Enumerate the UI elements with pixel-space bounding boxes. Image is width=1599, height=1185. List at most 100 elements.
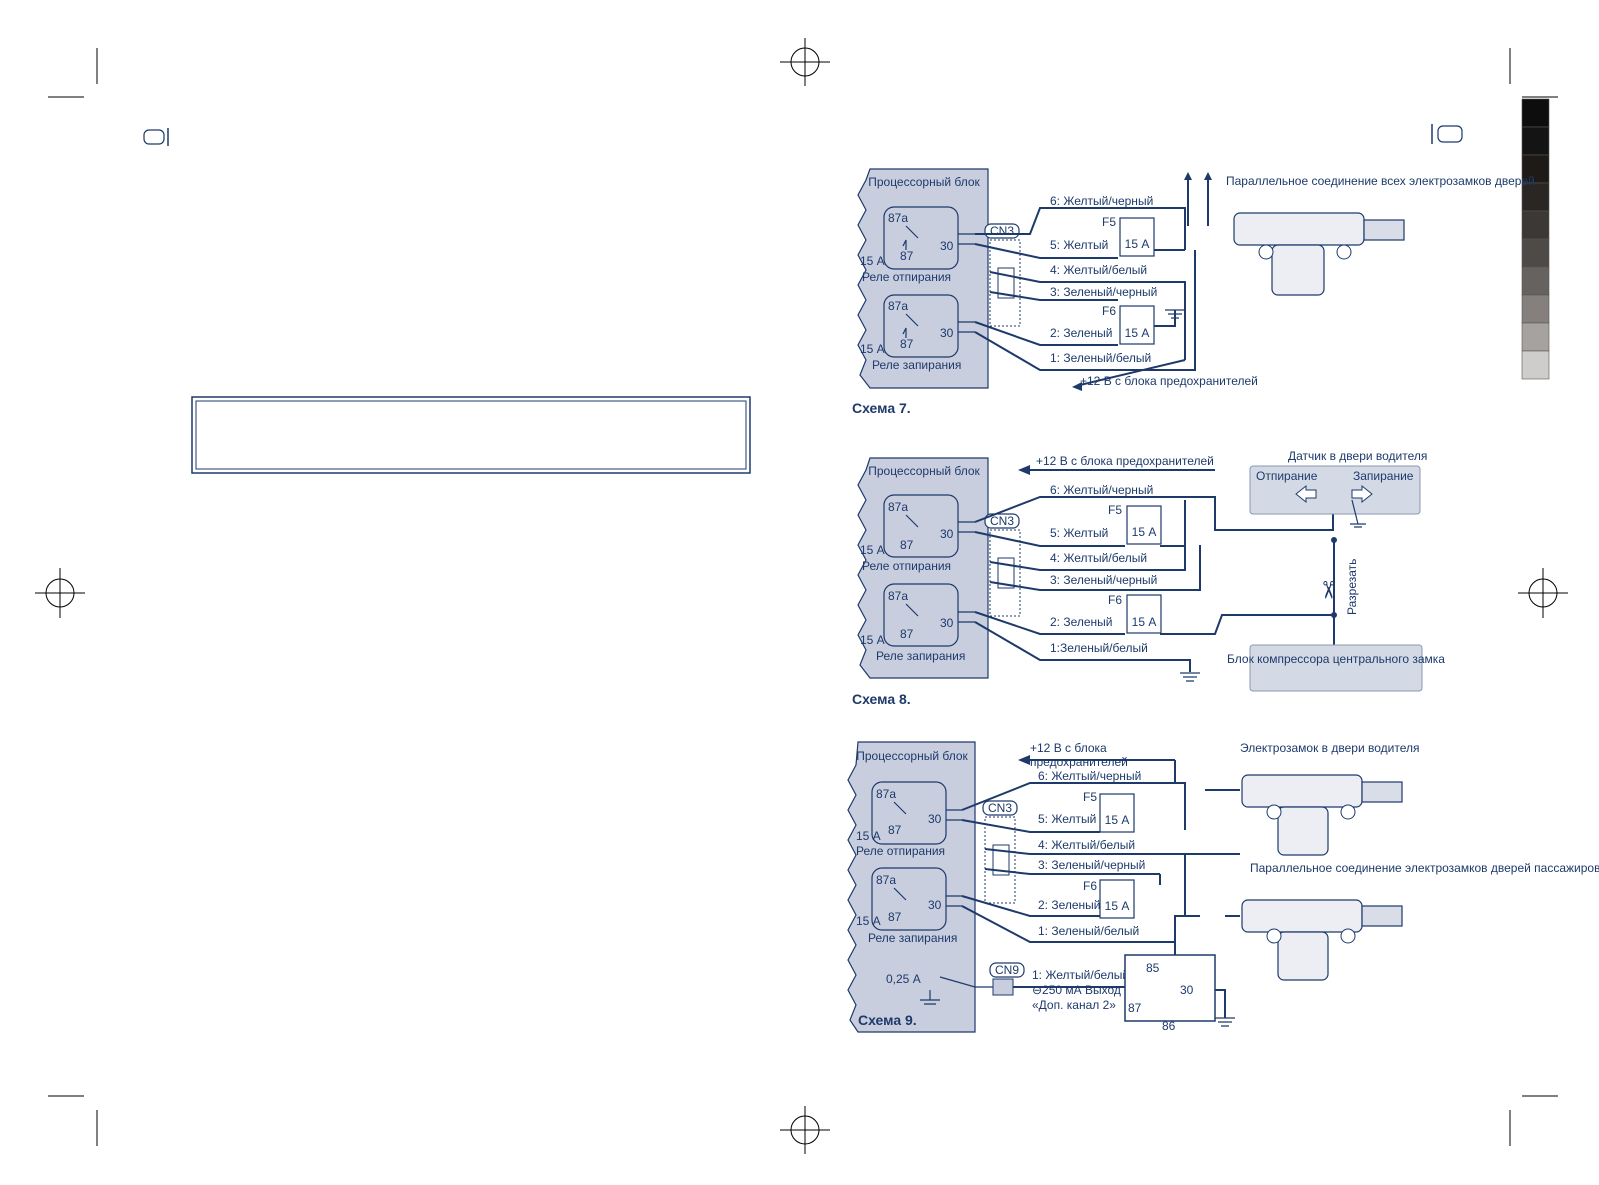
svg-text:1: Желтый/белый: 1: Желтый/белый [1032, 968, 1129, 982]
svg-text:15 А: 15 А [1132, 615, 1157, 629]
svg-text:87: 87 [1128, 1001, 1142, 1015]
notice-frame [191, 396, 751, 474]
svg-text:Реле отпирания: Реле отпирания [862, 559, 951, 573]
external-relay [1124, 954, 1216, 1022]
svg-text:85: 85 [1146, 961, 1160, 975]
svg-text:⊖250 мА Выход: ⊖250 мА Выход [1032, 983, 1121, 997]
svg-text:CN9: CN9 [995, 963, 1019, 977]
unlock-relay [871, 781, 947, 845]
diagram-9: Процессорный блок 87a 87 30 15 А Реле от… [847, 741, 1599, 1033]
svg-text:15 А: 15 А [856, 914, 881, 928]
svg-text:87a: 87a [876, 787, 896, 801]
svg-text:Реле отпирания: Реле отпирания [856, 844, 945, 858]
svg-text:F5: F5 [1108, 503, 1122, 517]
svg-text:15 А: 15 А [1105, 813, 1130, 827]
svg-text:87a: 87a [888, 589, 908, 603]
svg-text:CN3: CN3 [988, 801, 1012, 815]
svg-text:15 А: 15 А [1132, 525, 1157, 539]
power-note: +12 В с блока предохранителей [1036, 454, 1214, 468]
cn3-connector [982, 800, 1018, 816]
fuse-f6 [1126, 594, 1162, 634]
svg-text:87: 87 [900, 627, 914, 641]
svg-text:30: 30 [940, 326, 954, 340]
svg-text:15 А: 15 А [860, 342, 885, 356]
svg-text:CN3: CN3 [990, 224, 1014, 238]
svg-text:6: Желтый/черный: 6: Желтый/черный [1050, 194, 1153, 208]
fuse-f5 [1126, 505, 1162, 545]
svg-text:3: Зеленый/черный: 3: Зеленый/черный [1050, 285, 1157, 299]
svg-text:F5: F5 [1083, 790, 1097, 804]
arrow-right-icon [1351, 484, 1373, 504]
svg-text:1:Зеленый/белый: 1:Зеленый/белый [1050, 641, 1148, 655]
svg-text:Отпирание: Отпирание [1256, 469, 1318, 483]
svg-text:15 А: 15 А [1105, 899, 1130, 913]
svg-text:3: Зеленый/черный: 3: Зеленый/черный [1038, 858, 1145, 872]
svg-text:6: Желтый/черный: 6: Желтый/черный [1050, 483, 1153, 497]
svg-text:2: Зеленый: 2: Зеленый [1038, 898, 1101, 912]
unlock-relay [883, 206, 959, 270]
relay-lock-label: Реле запирания [872, 358, 961, 372]
lock-relay [883, 583, 959, 647]
svg-text:2: Зеленый: 2: Зеленый [1050, 615, 1113, 629]
power-note-line2: предохранителей [1030, 755, 1128, 769]
grayscale-strip [1521, 98, 1550, 380]
driver-door-lock-icon [1241, 774, 1403, 856]
svg-text:30: 30 [940, 239, 954, 253]
svg-text:87a: 87a [888, 500, 908, 514]
svg-text:87: 87 [888, 910, 902, 924]
note-bottom: +12 В с блока предохранителей [1080, 374, 1258, 388]
driver-lock-label: Электрозамок в двери водителя [1240, 741, 1420, 755]
svg-text:CN3: CN3 [990, 514, 1014, 528]
fuse-f5 [1119, 217, 1155, 257]
svg-text:15 А: 15 А [1125, 237, 1150, 251]
svg-text:F5: F5 [1102, 215, 1116, 229]
svg-text:0,25 А: 0,25 А [886, 972, 921, 986]
svg-text:15 А: 15 А [856, 829, 881, 843]
svg-text:4: Желтый/белый: 4: Желтый/белый [1050, 263, 1147, 277]
lock-relay [883, 294, 959, 358]
cn3-connector [984, 513, 1020, 529]
page-tab-left-icon [143, 129, 165, 145]
fuse-f5 [1099, 793, 1135, 833]
scissors-icon: ✂ [1314, 580, 1341, 600]
lock-relay [871, 867, 947, 931]
svg-text:Схема 9.: Схема 9. [858, 1012, 917, 1028]
door-lock-actuator-icon [1233, 212, 1405, 296]
svg-text:Реле запирания: Реле запирания [876, 649, 965, 663]
svg-text:4: Желтый/белый: 4: Желтый/белый [1050, 551, 1147, 565]
svg-text:3: Зеленый/черный: 3: Зеленый/черный [1050, 573, 1157, 587]
svg-text:30: 30 [940, 527, 954, 541]
registration-mark-icon [35, 38, 1568, 1154]
svg-text:87: 87 [900, 538, 914, 552]
sensor-title: Датчик в двери водителя [1288, 449, 1427, 463]
passenger-door-lock-icon [1241, 899, 1403, 981]
compressor-label: Блок компрессора центрального замка [1227, 652, 1445, 666]
svg-text:F6: F6 [1083, 879, 1097, 893]
svg-text:5: Желтый: 5: Желтый [1050, 526, 1108, 540]
svg-text:87: 87 [900, 249, 914, 263]
caption: Схема 7. [852, 400, 911, 416]
svg-text:F6: F6 [1108, 593, 1122, 607]
svg-text:87a: 87a [888, 211, 908, 225]
svg-text:30: 30 [928, 898, 942, 912]
svg-text:Запирание: Запирание [1353, 469, 1414, 483]
diagram-8: Процессорный блок 87a 87 30 15 А Реле от… [852, 449, 1445, 707]
crop-marks [48, 48, 1558, 1146]
page-tab-right-icon [1437, 125, 1463, 143]
svg-text:2: Зеленый: 2: Зеленый [1050, 326, 1113, 340]
svg-text:Процессорный блок: Процессорный блок [868, 464, 980, 478]
svg-text:4: Желтый/белый: 4: Желтый/белый [1038, 838, 1135, 852]
relay-unlock-label: Реле отпирания [862, 270, 951, 284]
unit-title: Процессорный блок [868, 175, 980, 189]
svg-text:30: 30 [928, 812, 942, 826]
svg-text:15 А: 15 А [860, 633, 885, 647]
svg-text:Реле запирания: Реле запирания [868, 931, 957, 945]
passenger-note: Параллельное соединение электрозамков дв… [1250, 861, 1599, 875]
unlock-relay [883, 494, 959, 558]
compressor-box [1249, 644, 1423, 692]
svg-text:15 А: 15 А [860, 254, 885, 268]
svg-text:87a: 87a [876, 873, 896, 887]
svg-text:5: Желтый: 5: Желтый [1050, 238, 1108, 252]
arrow-left-icon [1295, 484, 1317, 504]
